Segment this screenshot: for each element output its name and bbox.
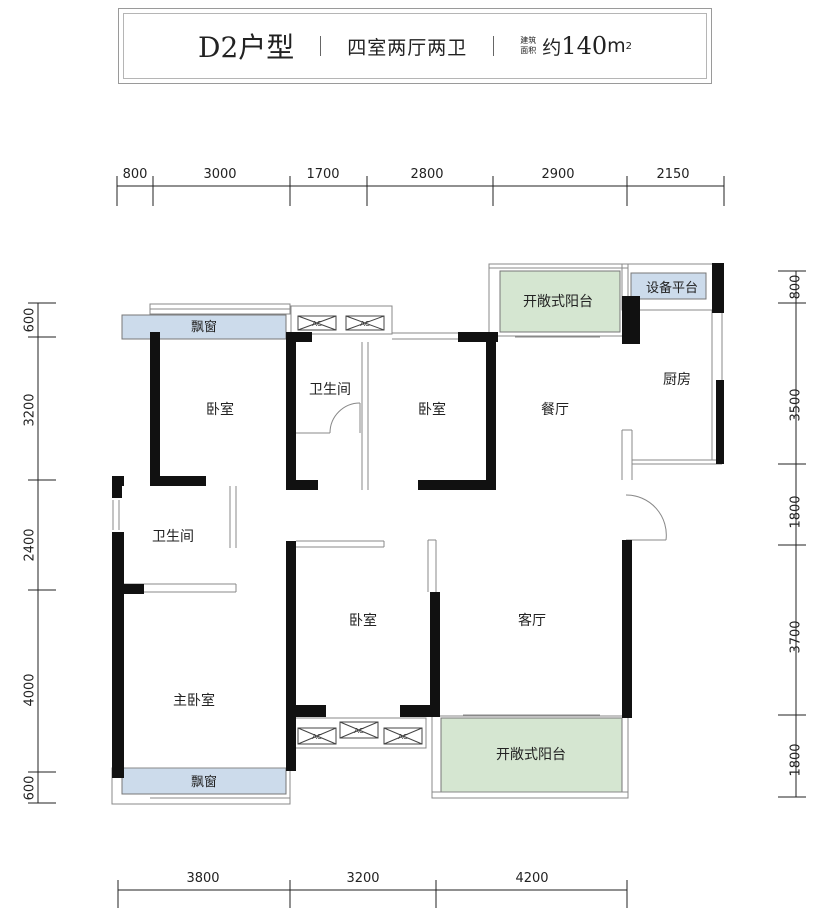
dim-top-2: 3000 xyxy=(203,167,236,182)
label-bay-window-bottom: 飘窗 xyxy=(191,774,217,790)
dimension-right xyxy=(778,270,806,798)
dim-bottom-2: 3200 xyxy=(346,871,379,886)
area-value: 140 xyxy=(561,32,608,60)
dim-left-5: 600 xyxy=(23,776,38,801)
dim-right-2: 3500 xyxy=(789,388,804,421)
dim-bottom-3: 4200 xyxy=(515,871,548,886)
title-separator xyxy=(493,36,495,56)
ac-label: AC xyxy=(312,320,322,328)
area-unit: m xyxy=(607,35,626,57)
label-bedroom-center: 卧室 xyxy=(349,612,377,629)
label-dining: 餐厅 xyxy=(541,402,569,418)
thin-lines xyxy=(111,263,723,805)
dimension-bottom xyxy=(117,880,628,908)
ac-label: AC xyxy=(354,727,364,735)
label-bay-window-top: 飘窗 xyxy=(191,319,217,335)
area-approx: 约 xyxy=(542,36,562,59)
label-bedroom-n: 卧室 xyxy=(418,401,446,418)
bay-window-top xyxy=(121,314,287,340)
dim-right-1: 800 xyxy=(789,275,804,300)
label-kitchen: 厨房 xyxy=(663,372,691,388)
dim-right-4: 3700 xyxy=(789,620,804,653)
dim-top-3: 1700 xyxy=(306,167,339,182)
dimension-left xyxy=(28,302,56,804)
dim-right-5: 1800 xyxy=(789,743,804,776)
dim-right-3: 1800 xyxy=(789,495,804,528)
area-label-top: 建筑 xyxy=(520,36,537,45)
dim-bottom-1: 3800 xyxy=(186,871,219,886)
dim-left-1: 600 xyxy=(23,308,38,333)
equipment-platform xyxy=(630,272,707,300)
area-label-bottom: 面积 xyxy=(520,46,537,55)
ac-units-bottom xyxy=(297,721,423,745)
dim-top-6: 2150 xyxy=(656,167,689,182)
dim-top-1: 800 xyxy=(123,167,148,182)
dimension-top xyxy=(116,176,725,206)
dim-left-4: 4000 xyxy=(23,673,38,706)
unit-layout: 四室两厅两卫 xyxy=(347,36,468,59)
area-unit-sup: 2 xyxy=(625,40,632,52)
area-label: 建筑 面积 xyxy=(520,36,536,56)
label-balcony-top: 开敞式阳台 xyxy=(523,294,593,310)
label-bedroom-nw: 卧室 xyxy=(206,401,234,418)
label-living: 客厅 xyxy=(518,612,546,629)
walls xyxy=(112,263,724,778)
label-master-bedroom: 主卧室 xyxy=(173,692,215,709)
balcony-top xyxy=(499,270,621,333)
dim-left-2: 3200 xyxy=(23,393,38,426)
label-bathroom-top: 卫生间 xyxy=(309,382,351,398)
balcony-bottom xyxy=(440,717,623,793)
title-separator xyxy=(320,36,322,56)
label-balcony-bottom: 开敞式阳台 xyxy=(496,747,566,763)
label-bathroom-left: 卫生间 xyxy=(152,529,194,545)
title-inner-frame xyxy=(123,13,707,79)
dim-top-4: 2800 xyxy=(410,167,443,182)
ac-label: AC xyxy=(360,320,370,328)
unit-type: D2户型 xyxy=(198,31,295,64)
ac-units-top xyxy=(297,315,385,331)
dim-top-5: 2900 xyxy=(541,167,574,182)
label-equipment-platform: 设备平台 xyxy=(646,280,698,296)
ac-label: AC xyxy=(398,733,408,741)
dim-left-3: 2400 xyxy=(23,528,38,561)
ac-label: AC xyxy=(312,733,322,741)
